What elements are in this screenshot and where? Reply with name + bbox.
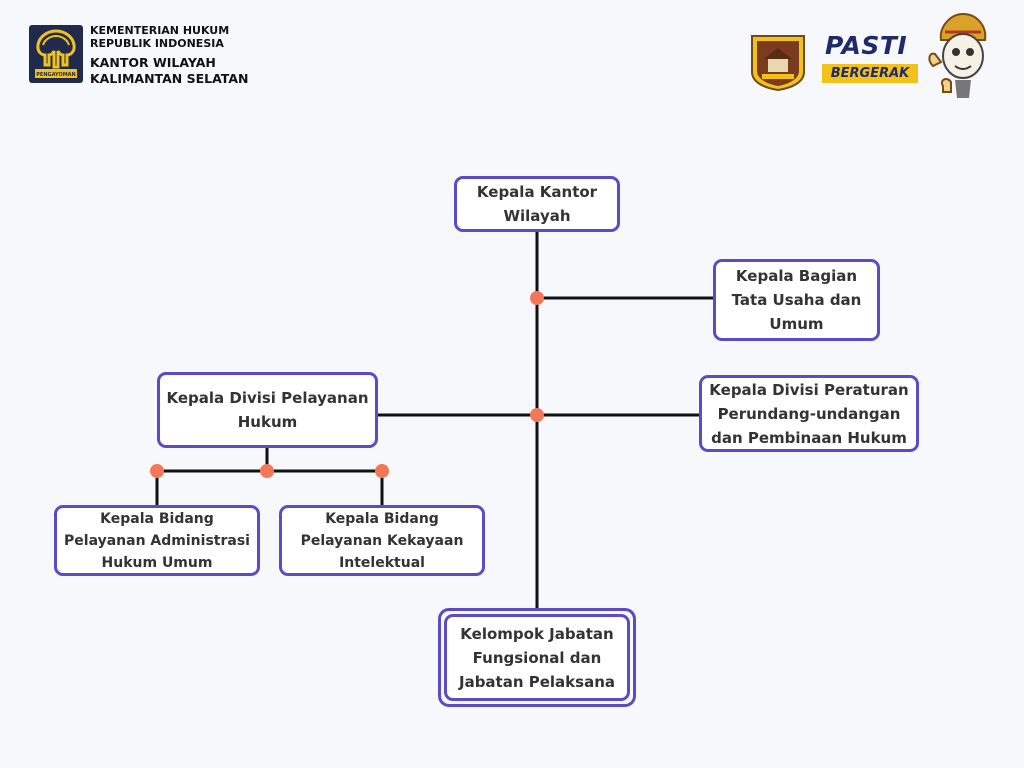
mascot-icon: [928, 12, 987, 98]
node-label: Kepala Bidang Pelayanan Kekayaan Intelek…: [300, 510, 464, 571]
node-kepala-bidang-administrasi-hukum-umum: Kepala Bidang Pelayanan Administrasi Huk…: [54, 505, 260, 576]
node-label: Kelompok Jabatan Fungsional dan Jabatan …: [458, 624, 615, 691]
node-label: Kepala Kantor Wilayah: [476, 183, 598, 225]
brand-tagline: BERGERAK: [822, 64, 918, 83]
node-kepala-kantor-wilayah: Kepala Kantor Wilayah: [454, 176, 620, 232]
junction-dot: [260, 464, 274, 478]
logo-caption: PENGAYOMAN: [36, 72, 75, 78]
org-name-line1: KEMENTERIAN HUKUM: [90, 24, 230, 37]
node-label: Kepala Bidang Pelayanan Administrasi Huk…: [64, 510, 250, 571]
node-kepala-divisi-peraturan: Kepala Divisi Peraturan Perundang-undang…: [699, 375, 919, 452]
node-kepala-divisi-pelayanan-hukum: Kepala Divisi Pelayanan Hukum: [157, 372, 378, 448]
node-label: Kepala Divisi Pelayanan Hukum: [166, 389, 369, 431]
province-crest-icon: [751, 35, 805, 92]
office-name-line1: KANTOR WILAYAH: [90, 55, 216, 70]
junction-dot: [530, 291, 544, 305]
brand-word: PASTI: [825, 31, 908, 60]
node-kepala-bagian-tata-usaha: Kepala Bagian Tata Usaha dan Umum: [713, 259, 880, 341]
junction-dot: [375, 464, 389, 478]
node-label: Kepala Bagian Tata Usaha dan Umum: [731, 267, 862, 333]
header: PENGAYOMAN KEMENTERIAN HUKUM REPUBLIK IN…: [0, 0, 1024, 110]
node-kelompok-jabatan-fungsional: Kelompok Jabatan Fungsional dan Jabatan …: [444, 614, 630, 701]
junction-dot: [150, 464, 164, 478]
node-kepala-bidang-kekayaan-intelektual: Kepala Bidang Pelayanan Kekayaan Intelek…: [279, 505, 485, 576]
node-label: Kepala Divisi Peraturan Perundang-undang…: [709, 380, 909, 447]
ministry-logo: PENGAYOMAN: [29, 25, 83, 83]
org-name-line2: REPUBLIK INDONESIA: [90, 37, 224, 50]
office-name-line2: KALIMANTAN SELATAN: [90, 71, 249, 86]
junction-dot: [530, 408, 544, 422]
pengayoman-tree-icon: PENGAYOMAN: [35, 29, 77, 78]
